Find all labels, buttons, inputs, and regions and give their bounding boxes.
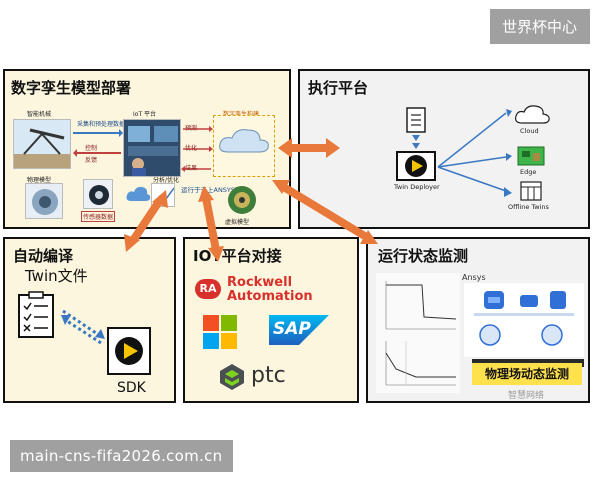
checklist-icon	[406, 107, 426, 133]
arrow-twin-iot	[198, 186, 224, 262]
panel-title-mon: 运行状态监测	[378, 247, 469, 265]
rockwell-line1: Rockwell	[227, 275, 293, 290]
twin-builder-box	[213, 115, 275, 177]
iot-builder-arrows	[181, 126, 213, 172]
label-iot-platform: IoT 平台	[133, 111, 157, 118]
label-optimize: 优化	[185, 145, 198, 152]
down-arrows-icon	[412, 135, 420, 149]
panel-title-twin: 数字孪生模型部署	[11, 79, 132, 97]
control-room-image	[123, 119, 181, 177]
arrow-twin-auto	[124, 190, 168, 252]
label-collect: 采集和预处理数据	[77, 121, 126, 128]
ptc-logo-text: ptc	[251, 363, 286, 388]
label-deploy: 运行于云上ANSYS平台	[181, 186, 249, 194]
panel-runtime-monitoring: 运行状态监测 Ansys 物理场动态监测 智慧网络	[366, 237, 590, 403]
arrow-twin-exec	[278, 138, 340, 158]
label-control: 控制	[85, 145, 98, 152]
label-edge: Edge	[520, 168, 537, 176]
monitoring-line-charts	[376, 273, 460, 393]
label-sensor-data: 传感器数据	[81, 211, 116, 222]
sensor-image	[83, 179, 113, 209]
sdk-play-icon	[115, 337, 143, 365]
edge-board-icon	[517, 146, 545, 166]
panel-title-auto: 自动编译	[13, 247, 74, 265]
twin-file-label: Twin文件	[25, 267, 88, 285]
twin-file-checklist-icon	[18, 291, 54, 338]
ptc-logo-icon	[220, 364, 244, 390]
rockwell-logo-icon: RA	[195, 279, 221, 299]
label-twin-deployer: Twin Deployer	[394, 183, 440, 191]
label-smart-machine: 智能机械	[27, 111, 52, 118]
microsoft-logo-icon	[203, 315, 237, 349]
turbine-image	[25, 183, 63, 219]
small-cloud-icon	[126, 186, 151, 201]
oil-pump-image	[13, 119, 71, 169]
label-cloud: Cloud	[520, 127, 539, 135]
label-offline-twins: Offline Twins	[508, 203, 549, 211]
sensor-models-icon	[474, 291, 574, 346]
deploy-flow-arrows	[437, 109, 512, 197]
watermark-label: 智慧网络	[508, 391, 545, 401]
offline-twins-grid-icon	[520, 181, 542, 201]
cloud-builder-icon	[219, 129, 269, 153]
panel-iot-integration: IOT平台对接 RA Rockwell Automation SAP ptc	[183, 237, 359, 403]
compile-dotted-arrows	[61, 309, 105, 345]
bottom-url-badge: main-cns-fifa2026.com.cn	[10, 440, 233, 472]
sap-logo-icon	[269, 315, 329, 345]
sdk-box	[107, 327, 151, 375]
sensor-status-panel	[464, 283, 584, 357]
label-feedback: 反馈	[85, 157, 98, 164]
twin-deployer-play-icon	[396, 151, 436, 181]
arrow-twin-monitor	[272, 180, 378, 244]
panel-digital-twin-deployment: 数字孪生模型部署 智能机械 IoT 平台 数字孪生构建 采集和预处理数据 控制 …	[3, 69, 291, 229]
label-virtual-model: 虚拟模型	[225, 219, 250, 226]
virtual-model-gear-icon	[228, 186, 256, 214]
sap-logo-text: SAP	[273, 319, 311, 339]
label-predict: 预测	[185, 125, 198, 132]
rockwell-line2: Automation	[227, 289, 313, 304]
vendor-label: Ansys	[462, 273, 486, 282]
label-analysis: 分析/优化	[153, 177, 180, 184]
cloud-target-icon	[515, 105, 550, 124]
label-result: 结果	[185, 165, 198, 172]
label-physical-model: 物理模型	[27, 177, 52, 184]
panel-execution-platform: 执行平台 Twin Deployer Cloud Edge	[298, 69, 590, 229]
physics-monitor-caption: 物理场动态监测	[472, 363, 582, 385]
panel-title-exec: 执行平台	[308, 79, 369, 97]
top-watermark-badge: 世界杯中心	[490, 9, 590, 44]
panel-auto-compile: 自动编译 Twin文件 SDK	[3, 237, 176, 403]
label-twin-builder: 数字孪生构建	[223, 109, 259, 118]
sdk-label: SDK	[117, 380, 146, 396]
machine-iot-arrows	[73, 129, 123, 157]
